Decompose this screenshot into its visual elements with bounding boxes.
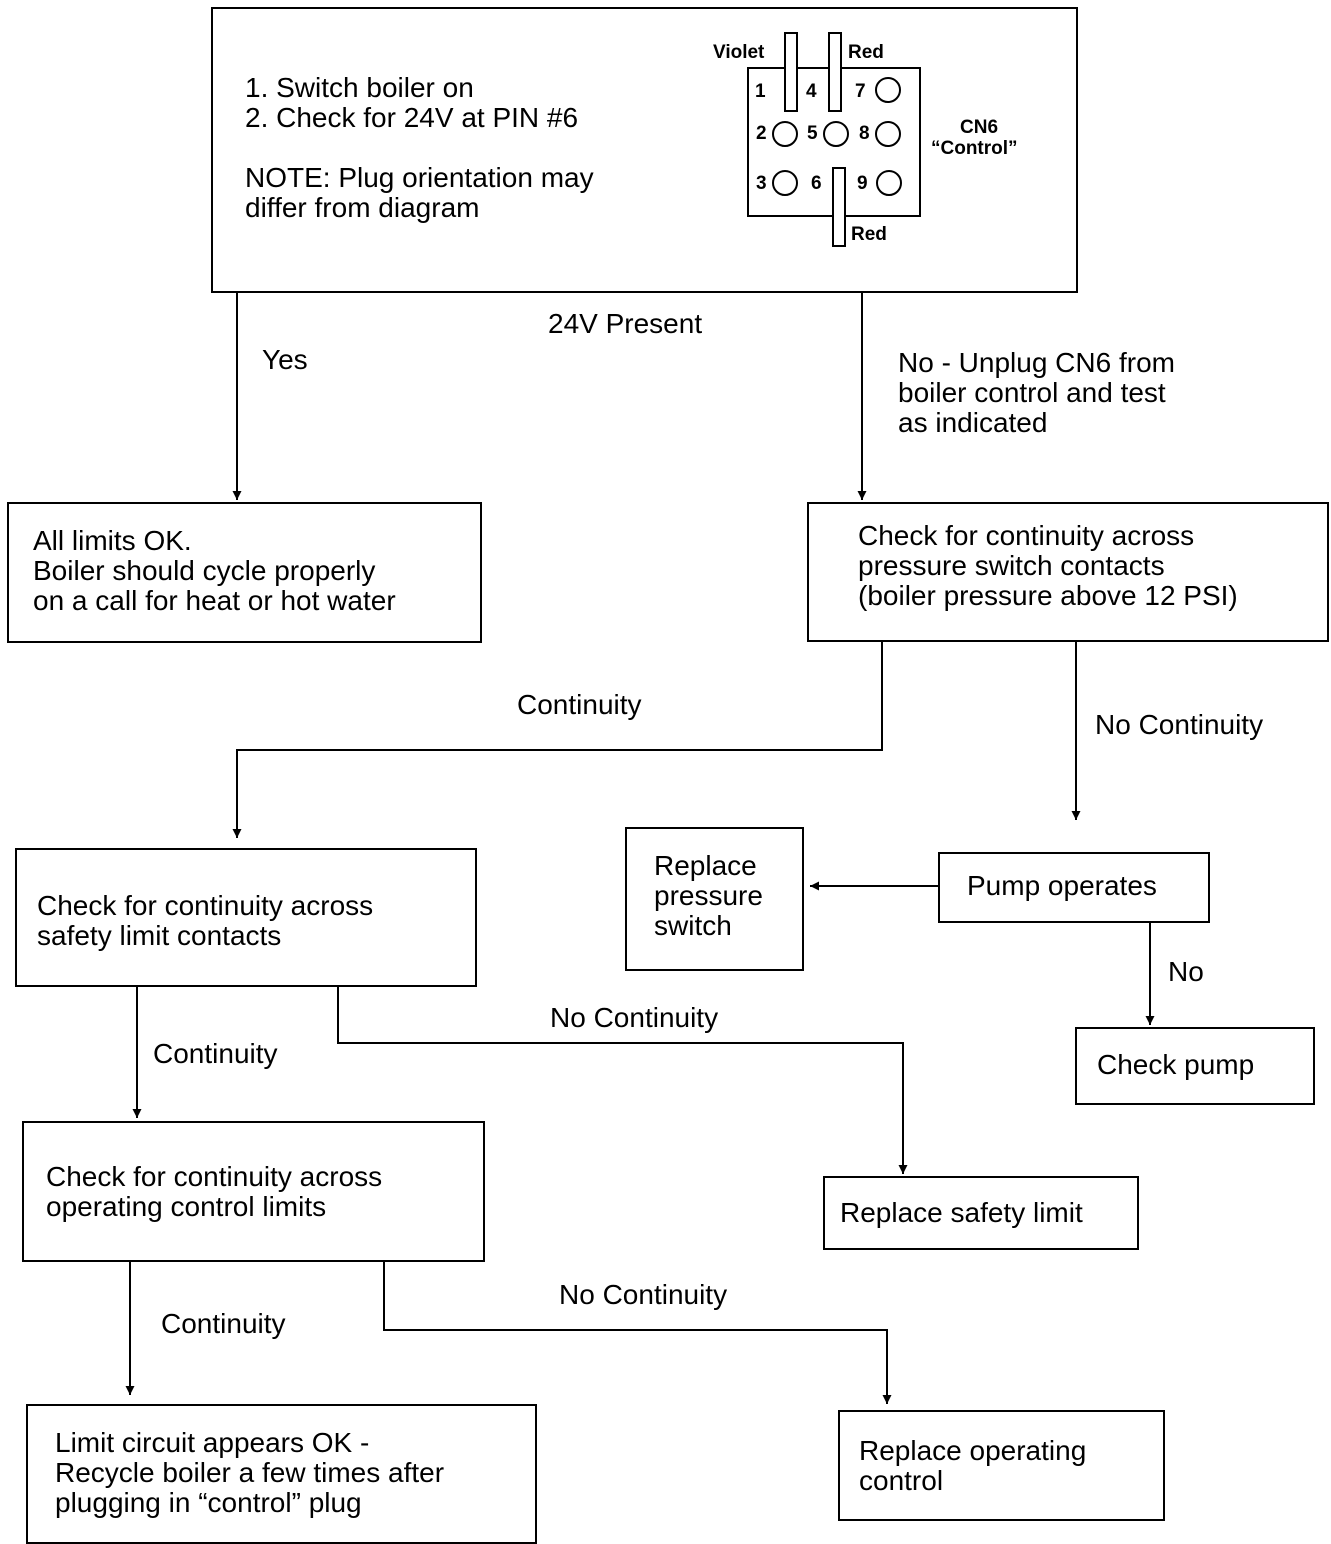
- pin-2-label: 2: [756, 123, 767, 144]
- label-no-unplug: No - Unplug CN6 from boiler control and …: [898, 348, 1175, 438]
- replace-pressure-text: Replace pressure switch: [654, 851, 763, 941]
- pin-3-label: 3: [756, 173, 767, 194]
- violet-wire: [784, 32, 798, 112]
- label-yes: Yes: [262, 344, 308, 375]
- operating-control-line-1: Check for continuity across: [46, 1161, 383, 1192]
- box-operating-control-check: Check for continuity across operating co…: [22, 1121, 485, 1262]
- pump-operates-text: Pump operates: [967, 870, 1157, 901]
- start-note: NOTE: Plug orientation may differ from d…: [245, 163, 594, 223]
- pin-8-socket: [875, 121, 901, 147]
- box-replace-pressure-switch: Replace pressure switch: [625, 827, 804, 971]
- replace-operating-line-1: Replace operating: [859, 1435, 1087, 1466]
- limits-ok-text: All limits OK. Boiler should cycle prope…: [33, 526, 396, 616]
- pin-9-socket: [876, 170, 902, 196]
- red-bottom-label: Red: [851, 224, 887, 245]
- arrow-no-continuity-2: [337, 987, 908, 1174]
- note-line-2: differ from diagram: [245, 192, 480, 223]
- step-1: 1. Switch boiler on: [245, 72, 474, 103]
- red-wire-bottom: [832, 167, 846, 247]
- box-replace-operating-control: Replace operating control: [838, 1410, 1165, 1521]
- replace-pressure-line-2: pressure: [654, 880, 763, 911]
- safety-limit-text: Check for continuity across safety limit…: [37, 891, 373, 951]
- label-no-continuity-3: No Continuity: [559, 1279, 728, 1310]
- no-unplug-line-2: boiler control and test: [898, 377, 1166, 408]
- replace-operating-line-2: control: [859, 1465, 944, 1496]
- replace-safety-text: Replace safety limit: [840, 1197, 1083, 1228]
- cn6-subtitle: “Control”: [931, 138, 1018, 159]
- label-24v-present: 24V Present: [548, 308, 703, 339]
- box-pressure-switch-check: Check for continuity across pressure swi…: [807, 502, 1329, 642]
- label-no-pump: No: [1168, 956, 1204, 987]
- limits-ok-line-1: All limits OK.: [33, 525, 192, 556]
- pressure-switch-line-2: pressure switch contacts: [858, 550, 1165, 581]
- box-check-pump: Check pump: [1075, 1027, 1315, 1105]
- pin-9-label: 9: [857, 173, 868, 194]
- check-pump-text: Check pump: [1097, 1049, 1255, 1080]
- box-safety-limit-check: Check for continuity across safety limit…: [15, 848, 477, 987]
- step-2: 2. Check for 24V at PIN #6: [245, 102, 579, 133]
- label-continuity-2: Continuity: [153, 1038, 278, 1069]
- no-unplug-line-1: No - Unplug CN6 from: [898, 347, 1175, 378]
- red-top-label: Red: [848, 42, 884, 63]
- pin-7-socket: [875, 77, 901, 103]
- start-box: 1. Switch boiler on 2. Check for 24V at …: [211, 7, 1078, 293]
- label-continuity-3: Continuity: [161, 1308, 286, 1339]
- pressure-switch-line-1: Check for continuity across: [858, 520, 1195, 551]
- replace-pressure-line-1: Replace: [654, 850, 757, 881]
- start-steps: 1. Switch boiler on 2. Check for 24V at …: [245, 73, 578, 133]
- box-all-limits-ok: All limits OK. Boiler should cycle prope…: [7, 502, 482, 643]
- violet-label: Violet: [713, 42, 765, 63]
- pin-1-label: 1: [755, 81, 766, 102]
- pin-5-socket: [823, 121, 849, 147]
- circuit-ok-line-1: Limit circuit appears OK -: [55, 1427, 370, 1458]
- no-unplug-line-3: as indicated: [898, 407, 1048, 438]
- limits-ok-line-3: on a call for heat or hot water: [33, 585, 396, 616]
- replace-operating-text: Replace operating control: [859, 1436, 1086, 1496]
- pin-7-label: 7: [855, 81, 866, 102]
- note-line-1: NOTE: Plug orientation may: [245, 162, 594, 193]
- limits-ok-line-2: Boiler should cycle properly: [33, 555, 376, 586]
- pin-6-label: 6: [811, 173, 822, 194]
- pin-4-label: 4: [806, 81, 817, 102]
- arrow-no-continuity-3: [383, 1262, 892, 1404]
- label-no-continuity-2: No Continuity: [550, 1002, 719, 1033]
- label-continuity-1: Continuity: [517, 689, 642, 720]
- box-limit-circuit-ok: Limit circuit appears OK - Recycle boile…: [26, 1404, 537, 1544]
- pin-3-socket: [772, 170, 798, 196]
- pin-8-label: 8: [859, 123, 870, 144]
- operating-control-text: Check for continuity across operating co…: [46, 1162, 382, 1222]
- operating-control-line-2: operating control limits: [46, 1191, 327, 1222]
- box-replace-safety-limit: Replace safety limit: [823, 1176, 1139, 1250]
- pin-2-socket: [772, 121, 798, 147]
- label-no-continuity-1: No Continuity: [1095, 709, 1264, 740]
- safety-limit-line-1: Check for continuity across: [37, 890, 374, 921]
- safety-limit-line-2: safety limit contacts: [37, 920, 282, 951]
- replace-pressure-line-3: switch: [654, 910, 732, 941]
- arrow-continuity-1: [232, 642, 883, 838]
- circuit-ok-text: Limit circuit appears OK - Recycle boile…: [55, 1428, 444, 1518]
- circuit-ok-line-2: Recycle boiler a few times after: [55, 1457, 445, 1488]
- red-wire-top: [828, 32, 842, 112]
- pin-5-label: 5: [807, 123, 818, 144]
- box-pump-operates: Pump operates: [938, 852, 1210, 923]
- circuit-ok-line-3: plugging in “control” plug: [55, 1487, 362, 1518]
- pressure-switch-line-3: (boiler pressure above 12 PSI): [858, 580, 1238, 611]
- cn6-name: CN6: [960, 117, 999, 138]
- pressure-switch-text: Check for continuity across pressure swi…: [858, 521, 1238, 611]
